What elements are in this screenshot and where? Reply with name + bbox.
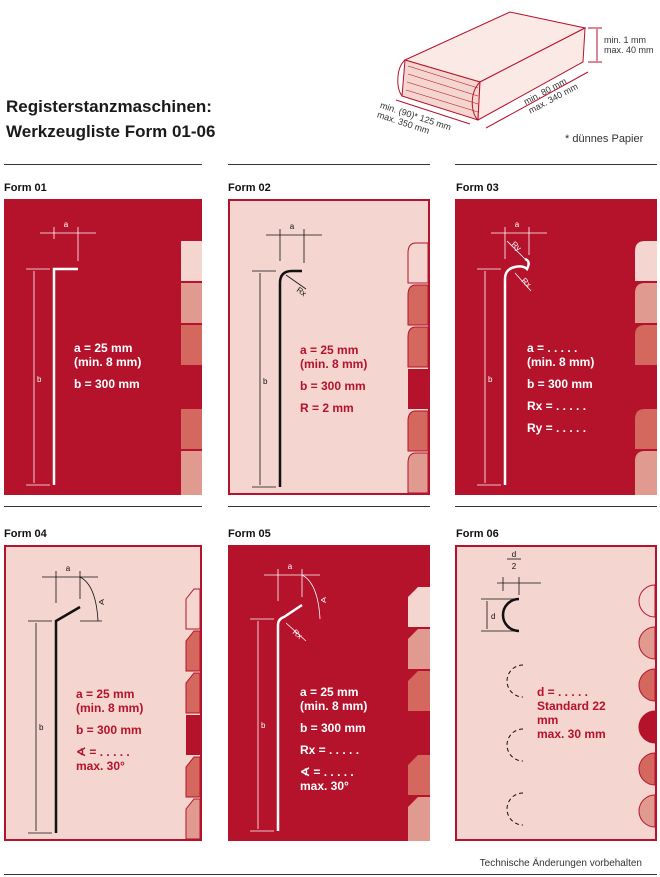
dim-d-label: d: [491, 612, 495, 621]
paper-height-max: max. 40 mm: [604, 45, 654, 55]
spec-line: max. 30°: [76, 759, 125, 773]
rule-mid-2: [228, 506, 430, 507]
form-label-06: Form 06: [456, 528, 499, 540]
spec-line: a = 25 mm: [74, 341, 133, 355]
paper-stack-illustration: [395, 11, 602, 129]
spec-line: Rx = . . . . .: [300, 743, 360, 757]
tab-strip: [408, 587, 430, 841]
dim-d-half-den: 2: [512, 562, 517, 571]
title-line-2: Werkzeugliste Form 01-06: [6, 122, 216, 141]
rule-top-2: [228, 164, 430, 165]
tab-strip: [181, 241, 202, 495]
spec-line: (min. 8 mm): [527, 355, 595, 369]
dim-ry-label: Ry: [510, 240, 523, 253]
paper-note: * dünnes Papier: [565, 133, 644, 145]
dim-b-label: b: [488, 375, 493, 384]
rule-mid-1: [4, 506, 202, 507]
dim-rx-label: Rx: [295, 285, 308, 298]
footer-note: Technische Änderungen vorbehalten: [479, 858, 642, 869]
spec-line: ∢ = . . . . .: [76, 745, 130, 759]
form-06-specs: d = . . . . . Standard 22 mm max. 30 mm: [537, 685, 606, 741]
dim-b-label: b: [261, 721, 266, 730]
form-label-01: Form 01: [4, 182, 47, 194]
form-05-specs: a = 25 mm (min. 8 mm) b = 300 mm Rx = . …: [300, 685, 367, 793]
spec-line: a = 25 mm: [76, 687, 135, 701]
form-label-05: Form 05: [228, 528, 271, 540]
spec-line: (min. 8 mm): [76, 701, 144, 715]
spec-line: Ry = . . . . .: [527, 421, 587, 435]
spec-line: Rx = . . . . .: [527, 399, 587, 413]
form-03-specs: a = . . . . . (min. 8 mm) b = 300 mm Rx …: [527, 341, 594, 435]
rule-top-1: [4, 164, 202, 165]
form-01-specs: a = 25 mm (min. 8 mm) b = 300 mm: [74, 341, 141, 391]
dim-a-label: a: [290, 222, 295, 231]
tab-strip: [635, 241, 657, 495]
dim-rx-label: Rx: [520, 276, 533, 289]
dim-b-label: b: [263, 377, 268, 386]
page-title: Registerstanzmaschinen: Werkzeugliste Fo…: [6, 94, 215, 144]
dim-b-label: b: [39, 723, 44, 732]
form-04-specs: a = 25 mm (min. 8 mm) b = 300 mm ∢ = . .…: [76, 687, 143, 773]
spec-line: R = 2 mm: [300, 401, 354, 415]
spec-line: (min. 8 mm): [300, 699, 368, 713]
form-02-specs: a = 25 mm (min. 8 mm) b = 300 mm R = 2 m…: [300, 343, 367, 415]
dim-alpha-label: ∢: [98, 598, 105, 607]
spec-line: Standard 22: [537, 699, 606, 713]
form-02-card: a b Rx a = 25 mm (min. 8 mm) b = 300 mm …: [228, 199, 430, 495]
form-04-diagram: a b ∢: [28, 564, 200, 839]
spec-line: d = . . . . .: [537, 685, 589, 699]
form-06-card: d 2 d d = . . . . . Standard 22 mm max. …: [455, 545, 657, 841]
tab-strip: [185, 588, 200, 839]
spec-line: b = 300 mm: [527, 377, 593, 391]
form-01-card: a b a = 25 mm (min. 8 mm) b = 300 mm: [4, 199, 202, 495]
spec-line: a = . . . . .: [527, 341, 578, 355]
dim-b-label: b: [37, 375, 42, 384]
dim-a-label: a: [515, 220, 520, 229]
form-label-03: Form 03: [456, 182, 499, 194]
form-label-02: Form 02: [228, 182, 271, 194]
spec-line: max. 30 mm: [537, 727, 606, 741]
spec-line: a = 25 mm: [300, 343, 359, 357]
dim-rx-label: Rx: [291, 628, 304, 641]
paper-height-label: min. 1 mm max. 40 mm: [604, 35, 654, 55]
spec-line: ∢ = . . . . .: [300, 765, 354, 779]
dim-a-label: a: [66, 564, 71, 573]
form-05-diagram: a b ∢ Rx: [250, 562, 430, 841]
rule-mid-3: [455, 506, 657, 507]
rule-bottom: [4, 874, 657, 875]
spec-line: (min. 8 mm): [74, 355, 142, 369]
form-04-card: a b ∢ a = 25 mm (min. 8 mm) b = 300 mm ∢…: [4, 545, 202, 841]
tab-strip: [407, 242, 428, 493]
spec-line: mm: [537, 713, 559, 727]
form-01-diagram: a b: [26, 220, 202, 495]
dim-d-half-num: d: [512, 550, 516, 559]
dim-a-label: a: [288, 562, 293, 571]
half-round-tabs: [638, 584, 655, 828]
form-06-diagram: d 2 d: [481, 550, 655, 828]
rule-top-3: [455, 164, 657, 165]
dim-a-label: a: [64, 220, 69, 229]
dim-alpha-label: ∢: [320, 596, 327, 605]
spec-line: (min. 8 mm): [300, 357, 368, 371]
spec-line: b = 300 mm: [300, 379, 366, 393]
form-label-04: Form 04: [4, 528, 47, 540]
title-line-1: Registerstanzmaschinen:: [6, 97, 212, 116]
form-03-diagram: a b Ry Rx: [477, 220, 657, 495]
spec-line: b = 300 mm: [74, 377, 140, 391]
form-05-card: a b ∢ Rx a = 25 mm (min. 8 mm) b = 300 m…: [228, 545, 430, 841]
paper-height-min: min. 1 mm: [604, 35, 647, 45]
spec-line: b = 300 mm: [76, 723, 142, 737]
spec-line: max. 30°: [300, 779, 349, 793]
form-02-diagram: a b Rx: [252, 222, 428, 493]
spec-line: a = 25 mm: [300, 685, 359, 699]
spec-line: b = 300 mm: [300, 721, 366, 735]
form-03-card: a b Ry Rx a = . . . . . (min. 8 mm) b = …: [455, 199, 657, 495]
